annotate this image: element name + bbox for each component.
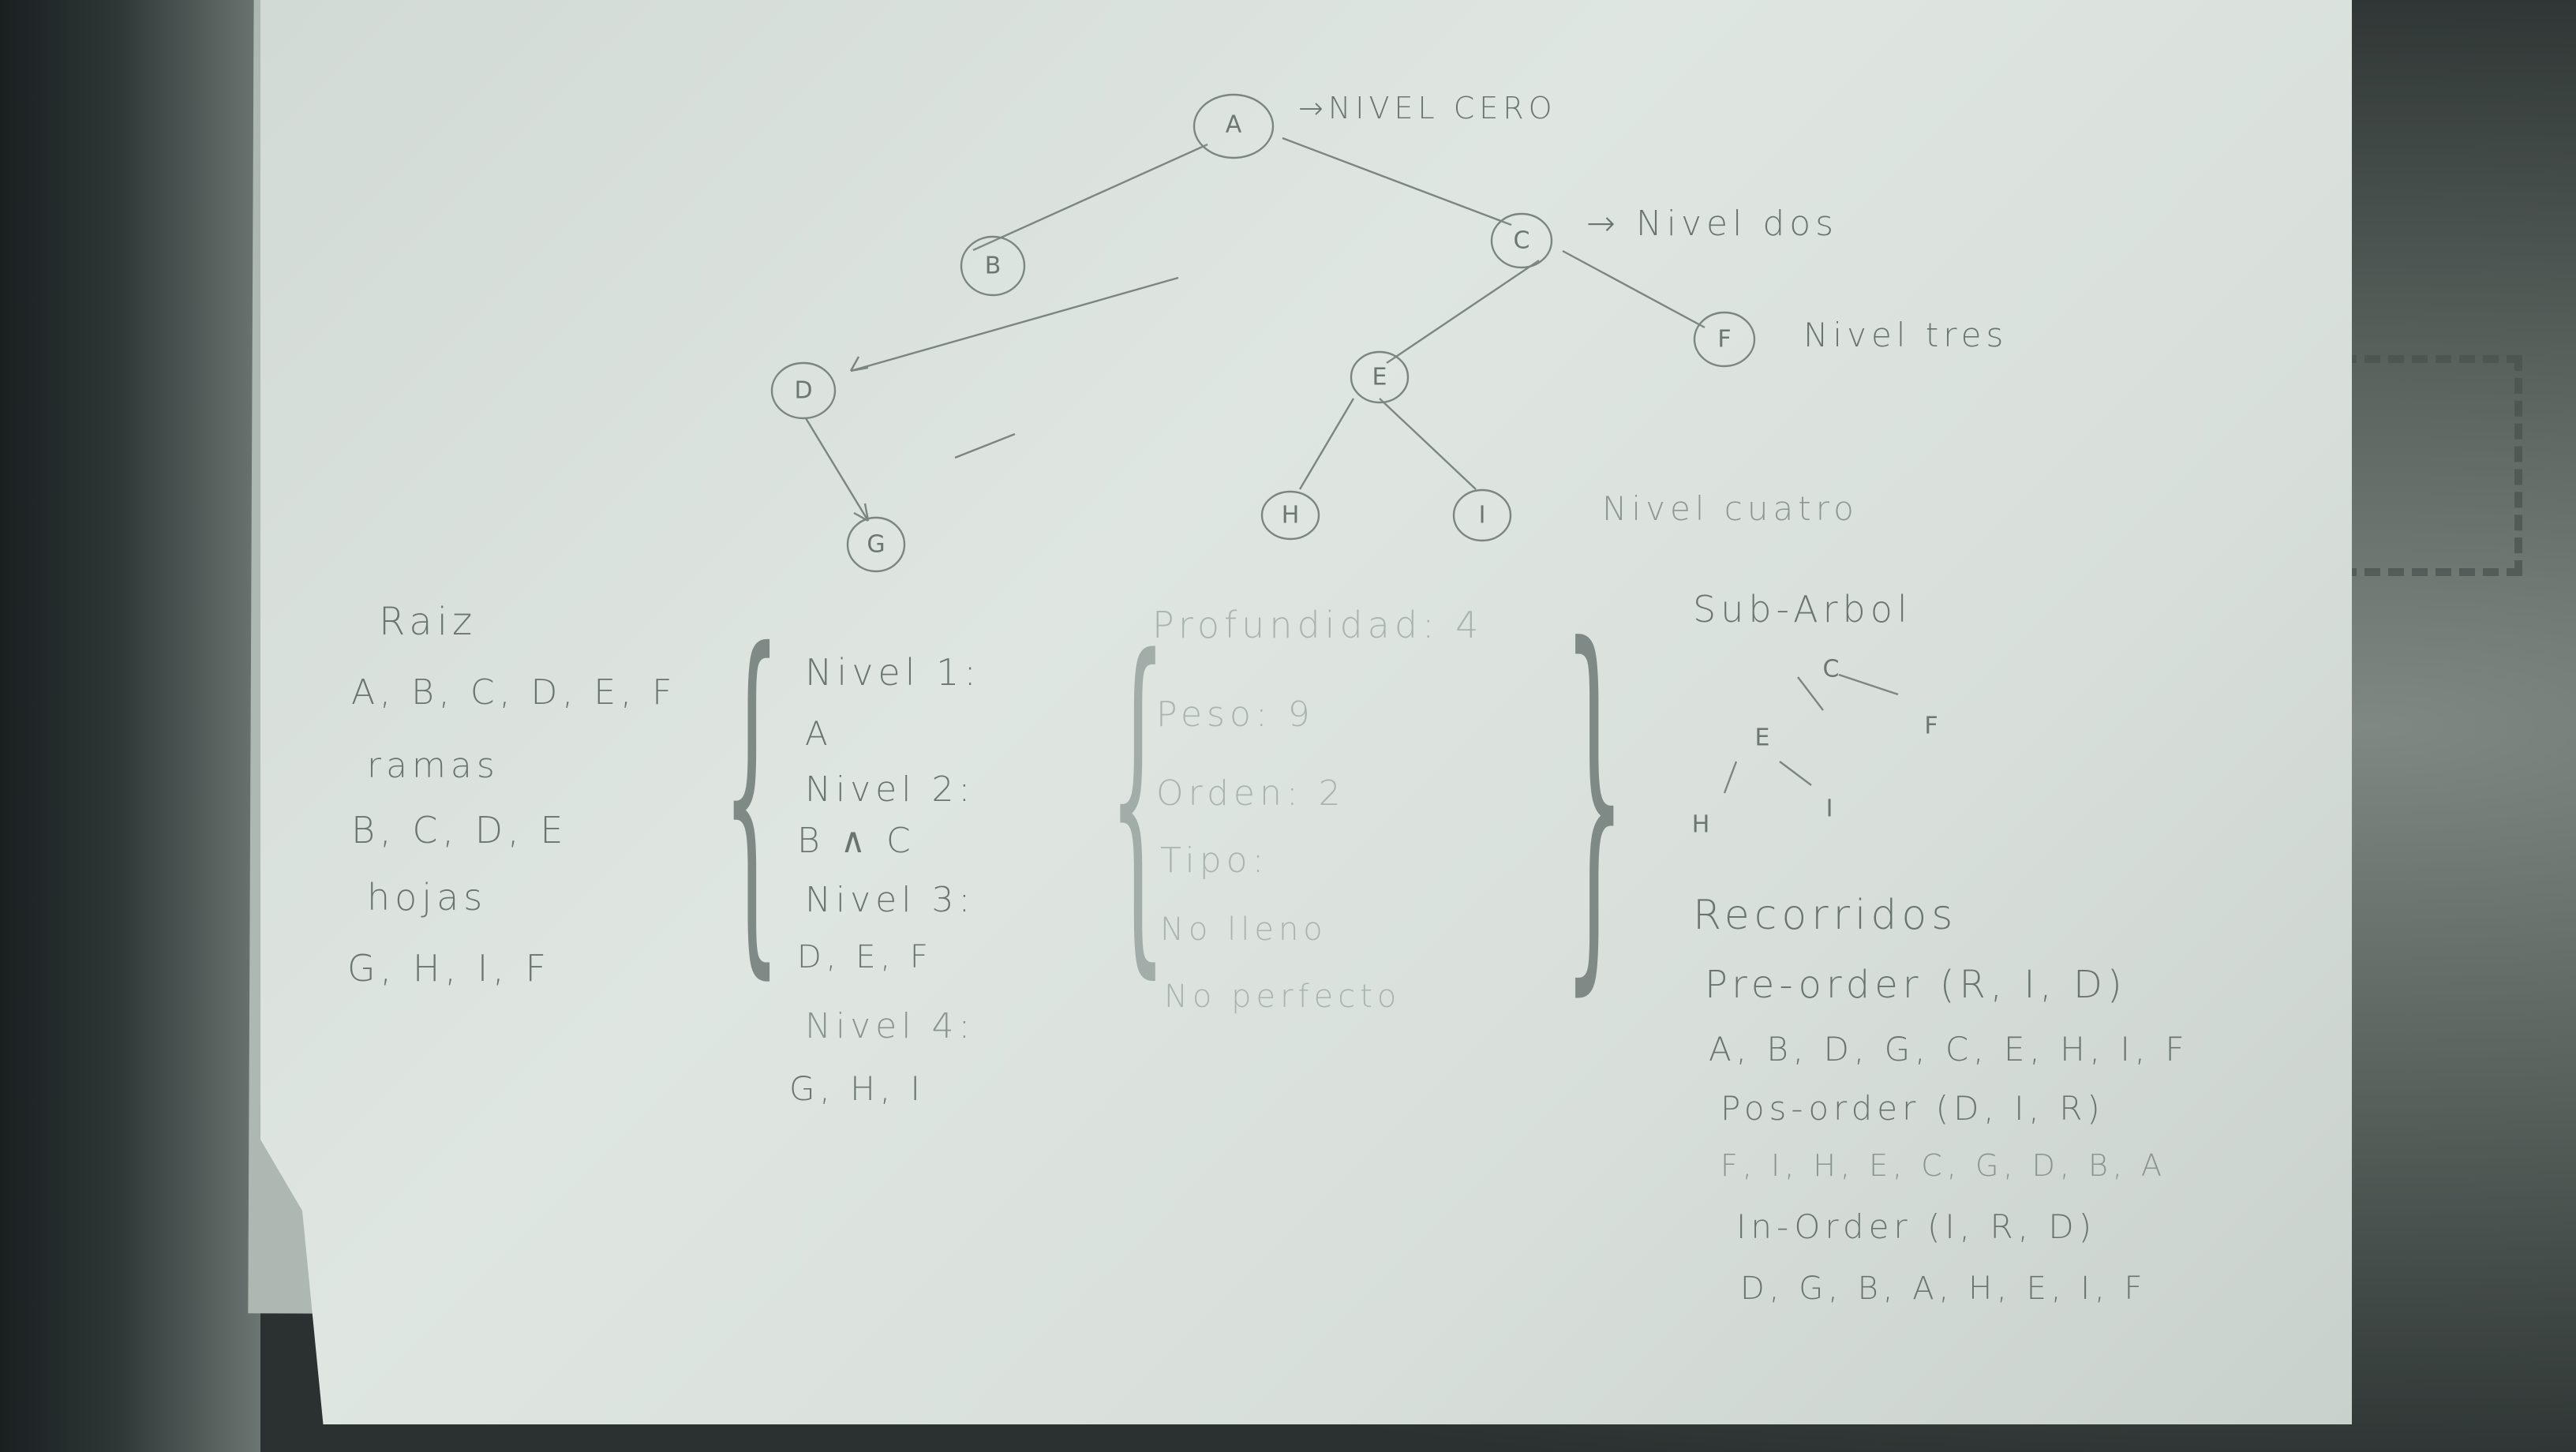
postorder-title: Pos-order (D, I, R) — [1720, 1089, 2105, 1128]
type-full: No lleno — [1160, 911, 1327, 948]
subtree-node-i: I — [1826, 795, 1833, 823]
root-list: A, B, C, D, E, F — [351, 672, 677, 713]
root-title: Raiz — [379, 600, 477, 644]
level4-list: G, H, I — [789, 1069, 925, 1108]
subtree-edge-c-f — [1838, 673, 1899, 696]
level3-list: D, E, F — [797, 939, 933, 975]
edge-a-c — [1282, 137, 1512, 226]
branches-list: B, C, D, E — [351, 809, 568, 851]
svg-text:H: H — [1282, 502, 1300, 530]
edge-d-g — [804, 417, 870, 522]
svg-text:F: F — [1717, 326, 1731, 354]
subtree-edge-c-e — [1797, 676, 1824, 711]
subtree-node-h: H — [1692, 811, 1710, 839]
subtree-edge-e-i — [1779, 761, 1812, 786]
brace-column3: { — [1109, 586, 1167, 1008]
level1-list: A — [805, 714, 833, 753]
svg-text:E: E — [1372, 364, 1387, 391]
subtree-node-f: F — [1924, 713, 1938, 740]
node-c: C — [1490, 212, 1553, 269]
node-i: I — [1452, 488, 1512, 542]
edge-e-i — [1379, 398, 1477, 490]
level-zero-label: →NIVEL CERO — [1298, 91, 1557, 125]
edge-a-b — [972, 143, 1208, 252]
node-d: D — [770, 361, 837, 420]
node-f: F — [1693, 311, 1756, 368]
brace-column2: { — [722, 577, 781, 1009]
subtree-title: Sub-Arbol — [1693, 588, 1912, 631]
svg-text:C: C — [1514, 227, 1530, 255]
inorder-title: In-Order (I, R, D) — [1736, 1207, 2097, 1246]
left-shadow — [0, 0, 260, 1452]
node-e: E — [1350, 350, 1410, 404]
arrowhead-d — [849, 356, 869, 372]
leaves-list: G, H, I, F — [347, 947, 551, 990]
type-title: Tipo: — [1160, 840, 1269, 881]
postorder-list: F, I, H, E, C, G, D, B, A — [1720, 1148, 2167, 1183]
level-three-label: Nivel tres — [1803, 316, 2009, 354]
depth-text: Profundidad: 4 — [1152, 604, 1484, 646]
edge-b-d — [850, 276, 1179, 372]
level-two-label: → Nivel dos — [1586, 204, 1839, 244]
branches-title: ramas — [367, 746, 500, 786]
type-perfect: No perfecto — [1164, 979, 1402, 1015]
traversals-title: Recorridos — [1693, 892, 1958, 939]
node-h: H — [1260, 490, 1320, 541]
level2-title: Nivel 2: — [805, 769, 975, 810]
subtree-edge-e-h — [1723, 761, 1738, 794]
edge-e-h — [1298, 398, 1355, 490]
inorder-list: D, G, B, A, H, E, I, F — [1740, 1270, 2147, 1307]
svg-text:B: B — [985, 253, 1002, 280]
node-b: B — [960, 235, 1026, 297]
svg-text:G: G — [867, 531, 885, 559]
node-a: A — [1193, 93, 1275, 159]
node-g: G — [846, 516, 906, 573]
edge-c-e — [1386, 260, 1540, 364]
subtree-node-c: C — [1823, 656, 1840, 683]
level-four-label: Nivel cuatro — [1602, 489, 1859, 528]
svg-text:I: I — [1479, 502, 1486, 530]
leaves-title: hojas — [367, 876, 488, 919]
level3-title: Nivel 3: — [805, 880, 975, 920]
preorder-title: Pre-order (R, I, D) — [1705, 963, 2127, 1007]
paper-sheet: A B C D E F G H — [260, 0, 2352, 1424]
weight-text: Peso: 9 — [1156, 694, 1315, 735]
svg-text:D: D — [794, 377, 812, 405]
subtree-node-e: E — [1755, 724, 1770, 752]
level2-list: B ∧ C — [797, 821, 915, 861]
level4-title: Nivel 4: — [805, 1006, 975, 1046]
level1-title: Nivel 1: — [805, 651, 981, 694]
tree-diagram: A B C D E F G H — [770, 93, 1938, 839]
stray-stroke — [954, 432, 1016, 459]
svg-text:A: A — [1226, 111, 1242, 139]
brace-column4: { — [1563, 567, 1626, 1027]
preorder-list: A, B, D, G, C, E, H, I, F — [1709, 1030, 2189, 1068]
order-text: Orden: 2 — [1156, 773, 1346, 814]
edge-c-f — [1562, 249, 1705, 329]
